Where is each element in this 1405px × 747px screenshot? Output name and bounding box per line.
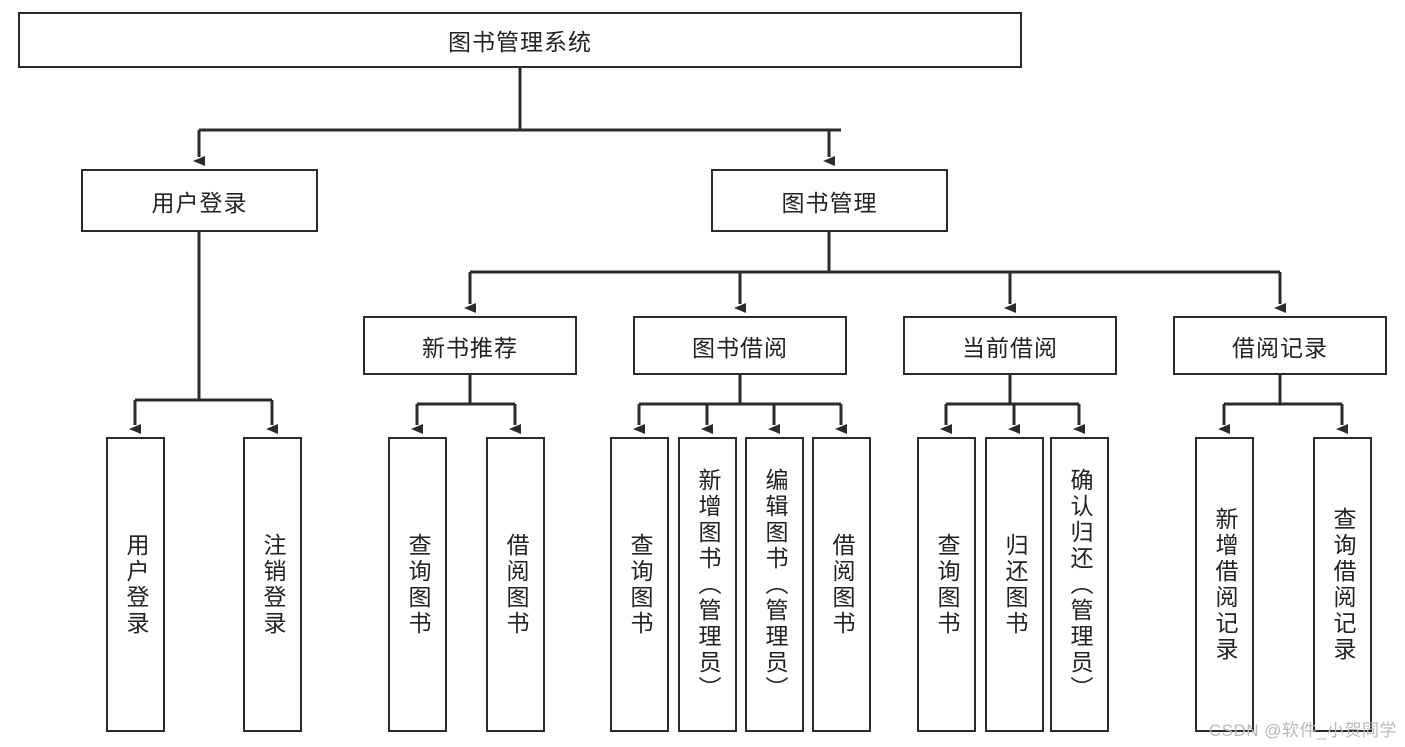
leaf-borrow-book-recommend[interactable]: 借阅图书 <box>486 437 545 732</box>
leaf-edit-book-admin[interactable]: 编辑图书（管理员） <box>745 437 804 732</box>
leaf-query-book-borrow[interactable]: 查询图书 <box>610 437 669 732</box>
node-book-management-module[interactable]: 图书管理 <box>711 169 948 232</box>
node-label: 新增图书（管理员） <box>695 467 721 702</box>
leaf-query-borrow-record[interactable]: 查询借阅记录 <box>1313 437 1372 732</box>
node-book-borrow[interactable]: 图书借阅 <box>633 316 847 375</box>
node-label: 查询借阅记录 <box>1330 506 1356 663</box>
node-label: 借阅记录 <box>1232 334 1328 361</box>
node-label: 新书推荐 <box>422 334 518 361</box>
node-borrow-record[interactable]: 借阅记录 <box>1173 316 1387 375</box>
node-label: 查询图书 <box>627 532 653 637</box>
node-label: 图书管理系统 <box>448 29 592 55</box>
leaf-borrow-book[interactable]: 借阅图书 <box>812 437 871 732</box>
leaf-add-book-admin[interactable]: 新增图书（管理员） <box>678 437 737 732</box>
node-label: 借阅图书 <box>829 532 855 637</box>
node-label: 借阅图书 <box>503 532 529 637</box>
node-label: 查询图书 <box>405 532 431 637</box>
node-label: 新增借阅记录 <box>1212 506 1238 663</box>
leaf-add-borrow-record[interactable]: 新增借阅记录 <box>1195 437 1254 732</box>
node-label: 用户登录 <box>123 532 149 637</box>
node-root[interactable]: 图书管理系统 <box>18 12 1022 68</box>
node-user-login-module[interactable]: 用户登录 <box>81 169 318 232</box>
leaf-query-book-current[interactable]: 查询图书 <box>917 437 976 732</box>
leaf-return-book[interactable]: 归还图书 <box>985 437 1044 732</box>
leaf-query-book-recommend[interactable]: 查询图书 <box>388 437 447 732</box>
node-label: 注销登录 <box>260 532 286 637</box>
node-label: 图书借阅 <box>692 334 788 361</box>
node-label: 确认归还（管理员） <box>1067 467 1093 702</box>
node-label: 编辑图书（管理员） <box>762 467 788 702</box>
node-new-book-recommend[interactable]: 新书推荐 <box>363 316 577 375</box>
node-label: 用户登录 <box>151 189 248 216</box>
node-label: 图书管理 <box>781 189 878 216</box>
node-label: 查询图书 <box>934 532 960 637</box>
node-label: 当前借阅 <box>962 334 1058 361</box>
node-current-borrow[interactable]: 当前借阅 <box>903 316 1117 375</box>
leaf-logout[interactable]: 注销登录 <box>243 437 302 732</box>
leaf-user-login[interactable]: 用户登录 <box>106 437 165 732</box>
csdn-watermark: CSDN @软件_小贺同学 <box>1208 721 1397 740</box>
node-label: 归还图书 <box>1002 532 1028 637</box>
leaf-confirm-return-admin[interactable]: 确认归还（管理员） <box>1050 437 1109 732</box>
